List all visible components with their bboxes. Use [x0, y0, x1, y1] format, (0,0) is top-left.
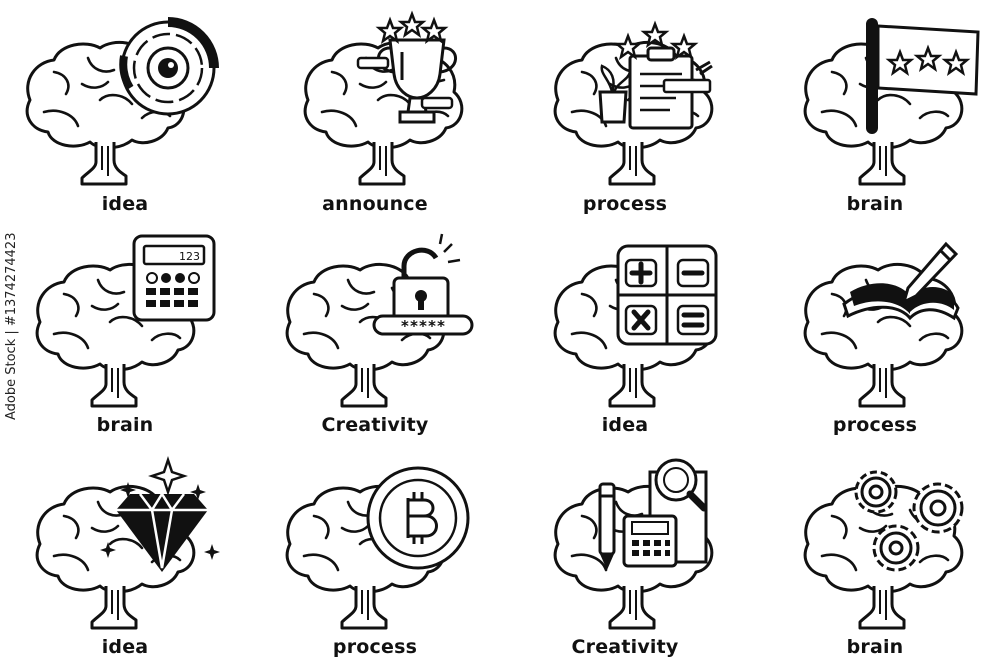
- calculator-display: 123: [179, 250, 200, 263]
- padlock-icon: *****: [285, 233, 474, 408]
- icon-label: Creativity: [321, 414, 429, 436]
- icon-cell-creativity-document: Creativity: [500, 444, 750, 666]
- icon-cell-idea-target: idea: [0, 0, 250, 222]
- icon-cell-process-book: process: [750, 222, 1000, 444]
- icon-label: announce: [322, 193, 428, 215]
- icon-cell-idea-math: idea: [500, 222, 750, 444]
- icon-cell-creativity-padlock: ***** Creativity: [250, 222, 500, 444]
- icon-cell-brain-gears: brain: [750, 444, 1000, 666]
- target-icon: [25, 17, 219, 186]
- trophy-icon: [303, 10, 464, 186]
- icon-label: idea: [101, 193, 149, 215]
- math-operators-icon: [553, 244, 718, 408]
- icon-label: Creativity: [571, 636, 679, 658]
- gears-icon: [803, 470, 964, 630]
- bitcoin-icon: [285, 466, 470, 630]
- icon-label: process: [332, 636, 418, 658]
- icon-cell-brain-flag: brain: [750, 0, 1000, 222]
- icon-label: idea: [601, 414, 649, 436]
- diamond-icon: [35, 456, 220, 630]
- icon-cell-announce-trophy: announce: [250, 0, 500, 222]
- clipboard-icon: [553, 20, 714, 186]
- icon-label: process: [832, 414, 918, 436]
- password-mask: *****: [400, 317, 445, 335]
- calculator-icon: 123: [35, 234, 216, 408]
- icon-label: brain: [846, 636, 904, 658]
- icon-cell-process-clipboard: process: [500, 0, 750, 222]
- icon-label: idea: [101, 636, 149, 658]
- flag-icon: [803, 18, 980, 186]
- icon-cell-brain-calculator: 123 brain: [0, 222, 250, 444]
- icon-label: brain: [846, 193, 904, 215]
- icon-cell-idea-diamond: idea: [0, 444, 250, 666]
- icon-cell-process-bitcoin: process: [250, 444, 500, 666]
- icon-label: brain: [96, 414, 154, 436]
- icon-label: process: [582, 193, 668, 215]
- document-search-icon: [553, 458, 714, 630]
- stock-id-label: Adobe Stock | #1374274423: [4, 232, 19, 420]
- book-pen-icon: [803, 241, 964, 408]
